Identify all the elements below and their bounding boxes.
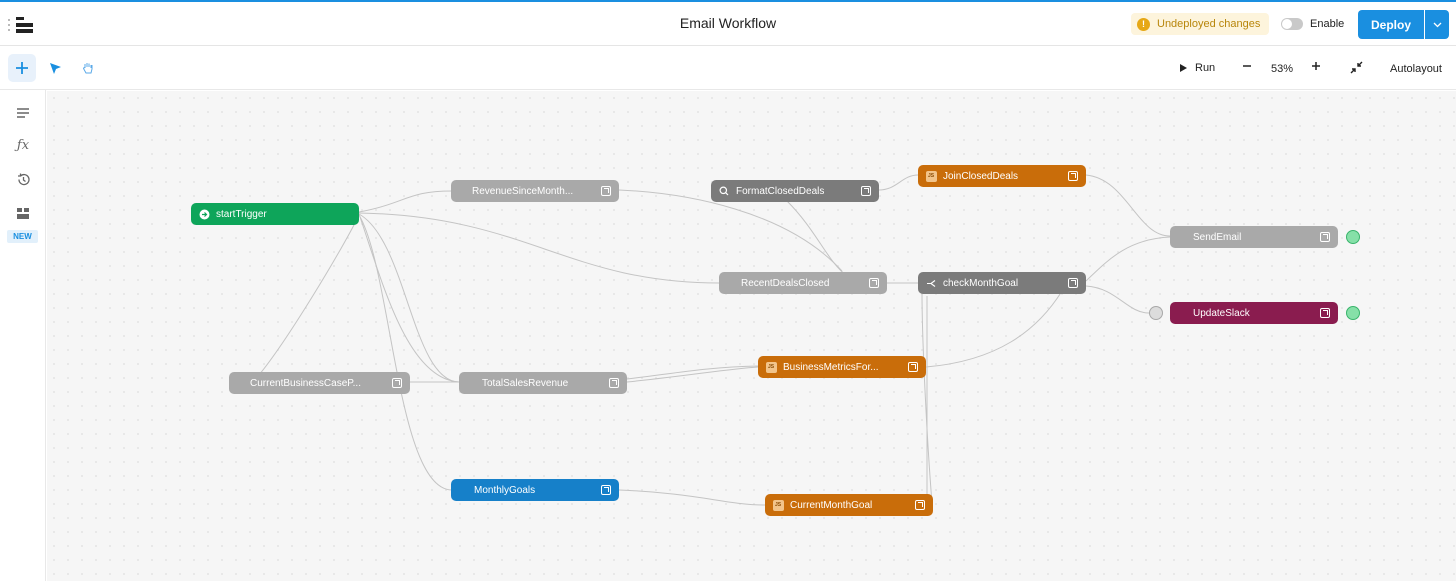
edge xyxy=(921,292,933,504)
top-bar: Email Workflow ! Undeployed changes Enab… xyxy=(0,0,1456,46)
open-external-icon[interactable] xyxy=(601,485,611,495)
plus-icon xyxy=(16,62,28,74)
function-icon[interactable]: ƒx xyxy=(16,137,30,153)
node-update-slack[interactable]: UpdateSlack xyxy=(1170,302,1338,324)
branch-icon xyxy=(925,277,937,289)
node-recent-deals-closed[interactable]: RecentDealsClosed xyxy=(719,272,887,294)
search-icon xyxy=(718,185,730,197)
edge xyxy=(786,200,848,277)
node-label: startTrigger xyxy=(216,208,267,220)
zoom-level: 53% xyxy=(1271,63,1294,75)
hand-icon xyxy=(82,63,93,74)
undeployed-label: Undeployed changes xyxy=(1157,18,1261,30)
node-label: CurrentMonthGoal xyxy=(790,499,873,511)
node-label: MonthlyGoals xyxy=(474,484,536,496)
open-external-icon[interactable] xyxy=(1068,171,1078,181)
open-external-icon[interactable] xyxy=(392,378,402,388)
add-block-button[interactable] xyxy=(8,54,36,82)
edge xyxy=(251,214,360,384)
node-total-sales-revenue[interactable]: TotalSalesRevenue xyxy=(459,372,627,394)
play-icon xyxy=(1180,64,1187,72)
node-revenue-since-month[interactable]: RevenueSinceMonth... xyxy=(451,180,619,202)
node-format-closed-deals[interactable]: FormatClosedDeals xyxy=(711,180,879,202)
edge xyxy=(1085,236,1171,282)
node-label: BusinessMetricsFor... xyxy=(783,361,879,373)
status-idle-dot xyxy=(1149,306,1163,320)
javascript-icon: JS xyxy=(765,361,777,373)
modules-icon[interactable] xyxy=(13,203,33,223)
workflow-canvas[interactable]: startTrigger RevenueSinceMonth... Format… xyxy=(47,91,1456,581)
cursor-arrow-icon xyxy=(50,63,61,74)
node-label: JoinClosedDeals xyxy=(943,170,1019,182)
list-icon[interactable] xyxy=(13,103,33,123)
node-send-email[interactable]: SendEmail xyxy=(1170,226,1338,248)
edge xyxy=(618,489,766,506)
edge xyxy=(358,213,460,383)
undeployed-changes-badge[interactable]: ! Undeployed changes xyxy=(1131,13,1270,35)
status-success-dot xyxy=(1346,306,1360,320)
open-external-icon[interactable] xyxy=(908,362,918,372)
node-start-trigger[interactable]: startTrigger xyxy=(191,203,359,225)
edge xyxy=(626,366,759,383)
node-label: CurrentBusinessCaseP... xyxy=(250,377,361,389)
node-current-business-case[interactable]: CurrentBusinessCaseP... xyxy=(229,372,410,394)
run-label: Run xyxy=(1195,62,1216,74)
node-label: RecentDealsClosed xyxy=(741,277,830,289)
minus-icon xyxy=(1243,65,1251,67)
node-label: SendEmail xyxy=(1193,231,1242,243)
enable-toggle[interactable] xyxy=(1281,18,1303,30)
open-external-icon[interactable] xyxy=(601,186,611,196)
select-tool-button[interactable] xyxy=(46,59,64,77)
left-rail: ƒx NEW xyxy=(0,90,46,581)
node-join-closed-deals[interactable]: JS JoinClosedDeals xyxy=(918,165,1086,187)
canvas-toolbar: Run 53% Autolayout xyxy=(0,46,1456,90)
node-business-metrics[interactable]: JS BusinessMetricsFor... xyxy=(758,356,926,378)
javascript-icon: JS xyxy=(772,499,784,511)
new-badge: NEW xyxy=(7,230,38,243)
fit-view-button[interactable] xyxy=(1350,61,1363,79)
connection-edges xyxy=(251,174,1171,506)
status-success-dot xyxy=(1346,230,1360,244)
node-check-month-goal[interactable]: checkMonthGoal xyxy=(918,272,1086,294)
plus-icon xyxy=(1312,62,1320,70)
trigger-icon xyxy=(198,208,210,220)
collapse-arrows-icon xyxy=(1350,61,1363,74)
open-external-icon[interactable] xyxy=(1320,308,1330,318)
open-external-icon[interactable] xyxy=(861,186,871,196)
history-icon[interactable] xyxy=(13,169,33,189)
autolayout-button[interactable]: Autolayout xyxy=(1390,63,1442,75)
pan-tool-button[interactable] xyxy=(79,59,97,77)
zoom-in-button[interactable] xyxy=(1311,58,1321,76)
edge xyxy=(358,213,460,383)
edge xyxy=(925,290,1063,368)
open-external-icon[interactable] xyxy=(915,500,925,510)
enable-label: Enable xyxy=(1310,18,1345,30)
deploy-options-button[interactable] xyxy=(1425,10,1449,39)
node-current-month-goal[interactable]: JS CurrentMonthGoal xyxy=(765,494,933,516)
deploy-button[interactable]: Deploy xyxy=(1358,10,1424,39)
run-button[interactable]: Run xyxy=(1180,62,1215,74)
node-label: RevenueSinceMonth... xyxy=(472,185,574,197)
node-label: checkMonthGoal xyxy=(943,277,1019,289)
edge xyxy=(878,174,919,191)
open-external-icon[interactable] xyxy=(609,378,619,388)
edge xyxy=(618,189,843,272)
zoom-out-button[interactable] xyxy=(1242,58,1252,76)
menu-logo-icon[interactable] xyxy=(6,16,36,34)
node-label: TotalSalesRevenue xyxy=(482,377,569,389)
node-label: UpdateSlack xyxy=(1193,307,1250,319)
node-label: FormatClosedDeals xyxy=(736,185,825,197)
edge xyxy=(626,365,759,380)
javascript-icon: JS xyxy=(925,170,937,182)
edge xyxy=(358,212,720,284)
edge xyxy=(1085,174,1171,237)
open-external-icon[interactable] xyxy=(1320,232,1330,242)
edge xyxy=(358,190,453,213)
edge xyxy=(1085,285,1150,314)
node-monthly-goals[interactable]: MonthlyGoals xyxy=(451,479,619,501)
open-external-icon[interactable] xyxy=(1068,278,1078,288)
open-external-icon[interactable] xyxy=(869,278,879,288)
chevron-down-icon xyxy=(1433,22,1441,27)
warning-icon: ! xyxy=(1137,17,1150,31)
